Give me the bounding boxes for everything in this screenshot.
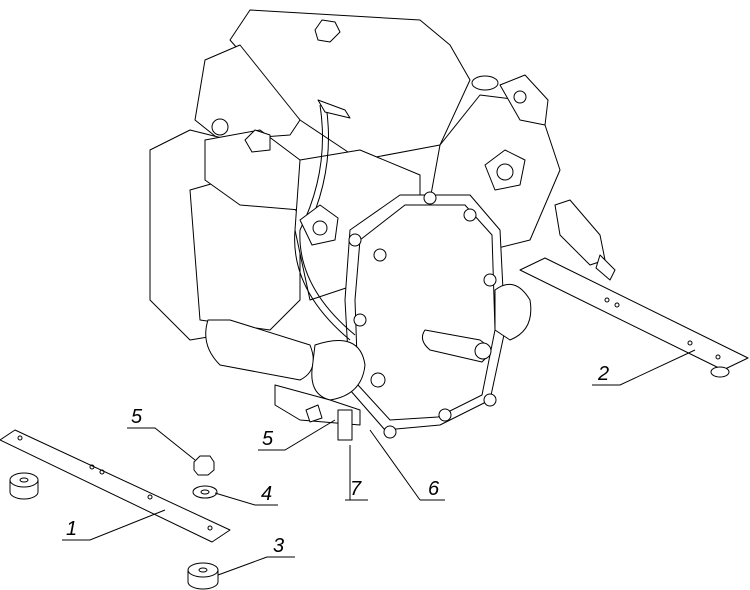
callout-4-washer: 4 xyxy=(261,483,272,505)
mounting-bracket-1 xyxy=(0,429,231,543)
callout-6: 6 xyxy=(428,478,440,500)
callout-1-bracket: 1 xyxy=(66,518,77,540)
spacer-3 xyxy=(9,472,219,590)
leader-lines xyxy=(62,349,696,576)
callout-3-spacer: 3 xyxy=(273,535,284,557)
washer-4-hole xyxy=(200,489,210,495)
callout-5-bolt: 5 xyxy=(262,428,274,450)
callout-7: 7 xyxy=(350,478,362,500)
mounting-bracket-2 xyxy=(519,257,749,378)
nut-5 xyxy=(193,455,215,476)
callout-5-nut: 5 xyxy=(131,406,143,428)
engine-body xyxy=(149,9,616,441)
callout-2-bracket: 2 xyxy=(597,363,609,385)
